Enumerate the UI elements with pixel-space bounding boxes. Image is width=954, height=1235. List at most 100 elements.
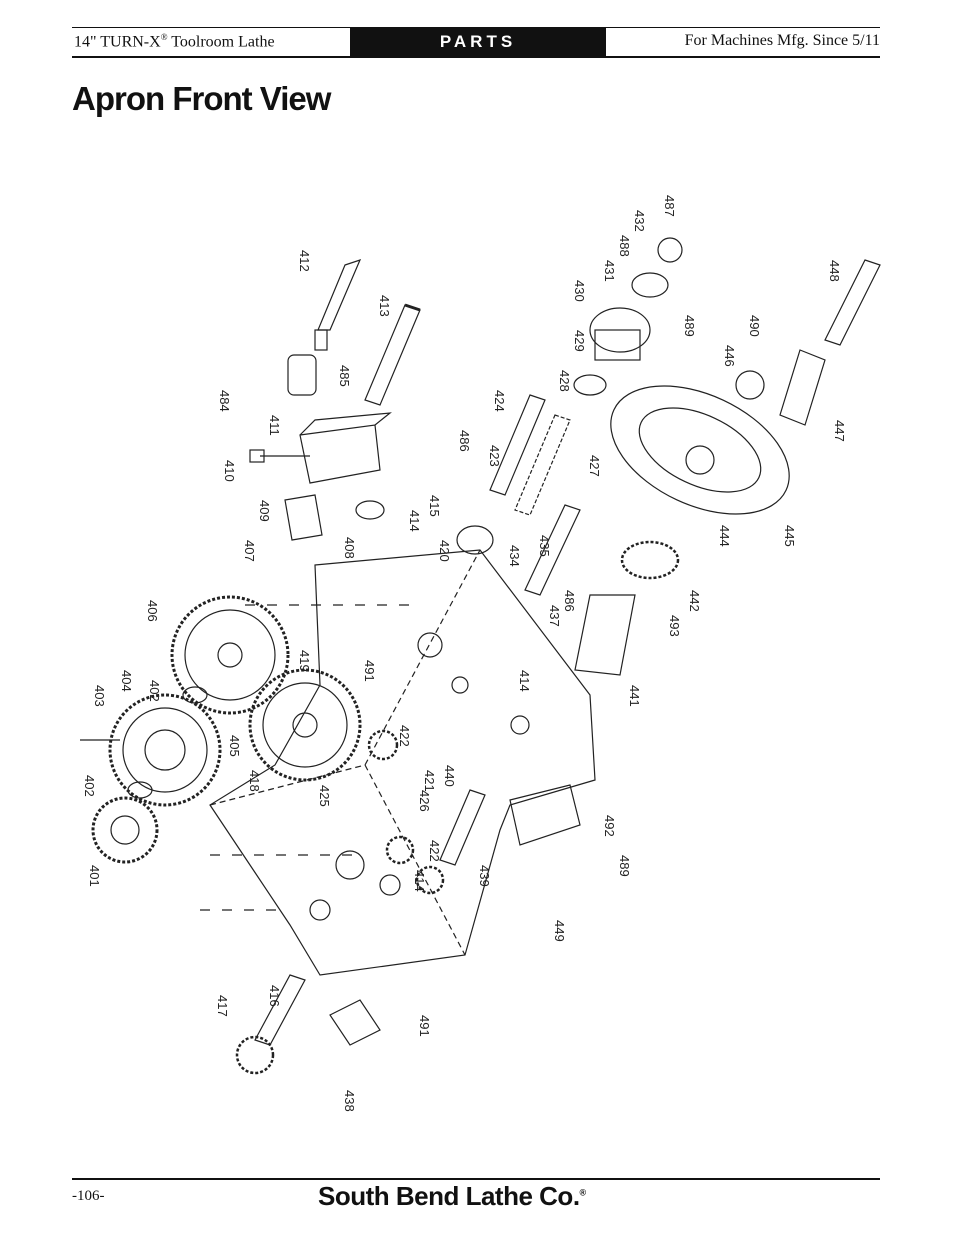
part-label-435: 435 xyxy=(537,535,552,557)
machine-name: 14" TURN-X® Toolroom Lathe xyxy=(74,32,275,51)
part-label-425: 425 xyxy=(317,785,332,807)
part-label-486: 486 xyxy=(457,430,472,452)
part-label-438: 438 xyxy=(342,1090,357,1112)
part-label-426: 426 xyxy=(417,790,432,812)
part-label-491: 491 xyxy=(362,660,377,682)
part-label-410: 410 xyxy=(222,460,237,482)
part-label-417: 417 xyxy=(215,995,230,1017)
part-label-423: 423 xyxy=(487,445,502,467)
part-label-412: 412 xyxy=(297,250,312,272)
bracket-438 xyxy=(329,999,381,1046)
part-label-430: 430 xyxy=(572,280,587,302)
part-label-418: 418 xyxy=(247,770,262,792)
part-label-427: 427 xyxy=(587,455,602,477)
part-label-428: 428 xyxy=(557,370,572,392)
page-number: -106- xyxy=(72,1188,105,1204)
part-label-446: 446 xyxy=(722,345,737,367)
part-label-408: 408 xyxy=(342,537,357,559)
part-label-439: 439 xyxy=(477,865,492,887)
plate-446 xyxy=(735,370,765,400)
part-label-434: 434 xyxy=(507,545,522,567)
handwheel-445 xyxy=(610,385,790,515)
brand-logo: South Bend Lathe Co.® xyxy=(318,1181,586,1211)
part-label-429: 429 xyxy=(572,330,587,352)
part-label-404: 404 xyxy=(119,670,134,692)
part-label-421: 421 xyxy=(422,770,437,792)
part-label-485: 485 xyxy=(337,365,352,387)
part-label-492: 492 xyxy=(602,815,617,837)
gear-401 xyxy=(91,796,159,864)
part-label-448: 448 xyxy=(827,260,842,282)
part-label-407: 407 xyxy=(242,540,257,562)
shaft-427 xyxy=(514,414,571,516)
shaft-424 xyxy=(489,394,546,496)
bushing-407 xyxy=(284,494,323,541)
shaft-412 xyxy=(314,259,362,351)
shaft-413 xyxy=(364,303,421,406)
part-label-422: 422 xyxy=(427,840,442,862)
machine-date: For Machines Mfg. Since 5/11 xyxy=(684,32,880,49)
part-label-422: 422 xyxy=(397,725,412,747)
cap-408 xyxy=(355,500,385,520)
part-label-402: 402 xyxy=(147,680,162,702)
cap-420 xyxy=(456,525,494,555)
page-footer: -106- South Bend Lathe Co.® xyxy=(72,1178,880,1211)
plate-432 xyxy=(657,237,683,263)
part-label-411: 411 xyxy=(267,415,282,436)
bushing-411 xyxy=(287,354,317,396)
part-label-414: 414 xyxy=(412,870,427,892)
part-label-449: 449 xyxy=(552,920,567,942)
page-title: Apron Front View xyxy=(72,80,331,117)
part-label-489: 489 xyxy=(617,855,632,877)
gear-418 xyxy=(248,668,362,782)
part-label-431: 431 xyxy=(602,260,617,282)
part-label-487: 487 xyxy=(662,195,677,217)
part-label-414: 414 xyxy=(517,670,532,692)
part-label-409: 409 xyxy=(257,500,272,522)
handle-447 xyxy=(779,349,826,426)
part-label-437: 437 xyxy=(547,605,562,627)
part-label-445: 445 xyxy=(782,525,797,547)
part-label-489: 489 xyxy=(682,315,697,337)
part-label-484: 484 xyxy=(217,390,232,412)
part-label-419: 419 xyxy=(297,650,312,672)
part-label-444: 444 xyxy=(717,525,732,547)
page-header: 14" TURN-X® Toolroom Lathe PARTS For Mac… xyxy=(72,27,880,58)
part-label-441: 441 xyxy=(627,685,642,707)
part-label-486: 486 xyxy=(562,590,577,612)
part-label-490: 490 xyxy=(747,315,762,337)
part-label-432: 432 xyxy=(632,210,647,232)
section-tab: PARTS xyxy=(350,28,606,56)
diagram-artwork xyxy=(80,237,881,1075)
block-409 xyxy=(299,412,392,484)
part-label-405: 405 xyxy=(227,735,242,757)
ring-429 xyxy=(573,374,607,396)
part-label-420: 420 xyxy=(437,540,452,562)
part-label-413: 413 xyxy=(377,295,392,317)
gear-404 xyxy=(108,693,222,807)
part-label-402: 402 xyxy=(82,775,97,797)
apron-face xyxy=(209,549,481,956)
part-label-488: 488 xyxy=(617,235,632,257)
shaft-439 xyxy=(439,789,486,866)
handle-448 xyxy=(824,259,881,346)
part-label-401: 401 xyxy=(87,865,102,887)
gib-449 xyxy=(509,784,581,846)
part-label-442: 442 xyxy=(687,590,702,612)
part-label-406: 406 xyxy=(145,600,160,622)
part-label-424: 424 xyxy=(492,390,507,412)
part-label-493: 493 xyxy=(667,615,682,637)
part-label-416: 416 xyxy=(267,985,282,1007)
dial-430 xyxy=(589,307,651,361)
gear-406 xyxy=(170,595,290,715)
apron-housing xyxy=(209,549,596,976)
part-label-491: 491 xyxy=(417,1015,432,1037)
part-label-440: 440 xyxy=(442,765,457,787)
part-label-447: 447 xyxy=(832,420,847,442)
part-label-415: 415 xyxy=(427,495,442,517)
part-label-414: 414 xyxy=(407,510,422,532)
collar-431 xyxy=(631,272,669,298)
ring-442 xyxy=(620,540,680,580)
